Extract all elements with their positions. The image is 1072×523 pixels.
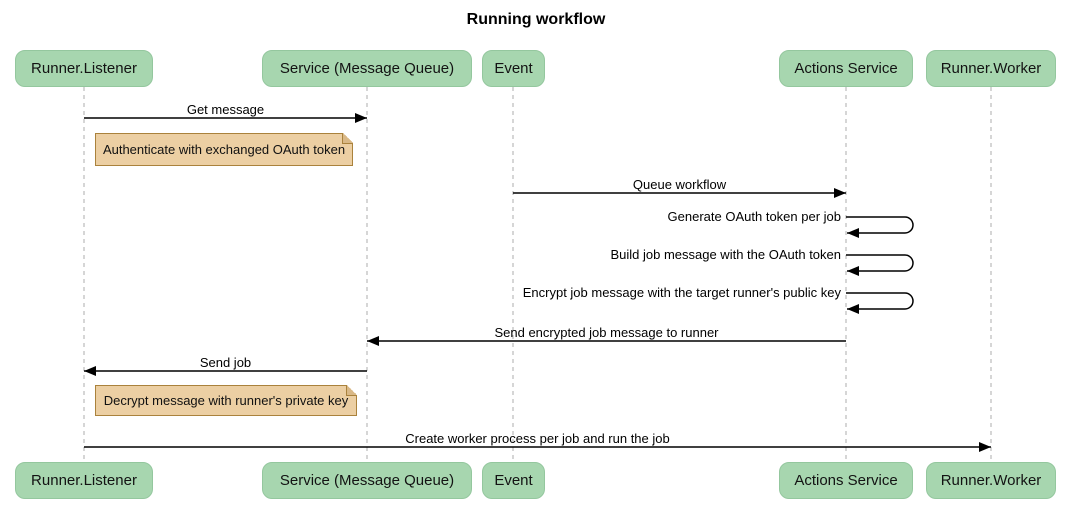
actor-actions-service-top: Actions Service	[779, 50, 913, 87]
message-label-build-job-message: Build job message with the OAuth token	[610, 247, 841, 262]
note-authenticate-oauth: Authenticate with exchanged OAuth token	[95, 133, 353, 166]
actor-actions-service-bottom: Actions Service	[779, 462, 913, 499]
actor-runner-listener-bottom: Runner.Listener	[15, 462, 153, 499]
note-decrypt-message: Decrypt message with runner's private ke…	[95, 385, 357, 416]
actor-runner-listener-top: Runner.Listener	[15, 50, 153, 87]
self-loop-encrypt-job-message	[846, 292, 914, 314]
self-loop-generate-oauth-token	[846, 216, 914, 238]
note-fold-icon	[346, 385, 357, 396]
self-loop-build-job-message	[846, 254, 914, 276]
message-label-encrypt-job-message: Encrypt job message with the target runn…	[522, 285, 841, 300]
note-text: Decrypt message with runner's private ke…	[103, 393, 349, 408]
actor-event-bottom: Event	[482, 462, 545, 499]
note-text: Authenticate with exchanged OAuth token	[102, 142, 346, 157]
message-label-send-encrypted-job-message: Send encrypted job message to runner	[494, 325, 719, 340]
actor-service-message-queue-bottom: Service (Message Queue)	[262, 462, 472, 499]
message-label-generate-oauth-token: Generate OAuth token per job	[667, 209, 841, 224]
actor-event-top: Event	[482, 50, 545, 87]
actor-service-message-queue-top: Service (Message Queue)	[262, 50, 472, 87]
message-label-queue-workflow: Queue workflow	[632, 177, 727, 192]
actor-runner-worker-top: Runner.Worker	[926, 50, 1056, 87]
actor-runner-worker-bottom: Runner.Worker	[926, 462, 1056, 499]
message-label-create-worker-process: Create worker process per job and run th…	[405, 431, 670, 446]
message-label-get-message: Get message	[186, 102, 265, 117]
diagram-title: Running workflow	[466, 11, 606, 28]
message-label-send-job: Send job	[199, 355, 252, 370]
note-fold-icon	[342, 133, 353, 144]
